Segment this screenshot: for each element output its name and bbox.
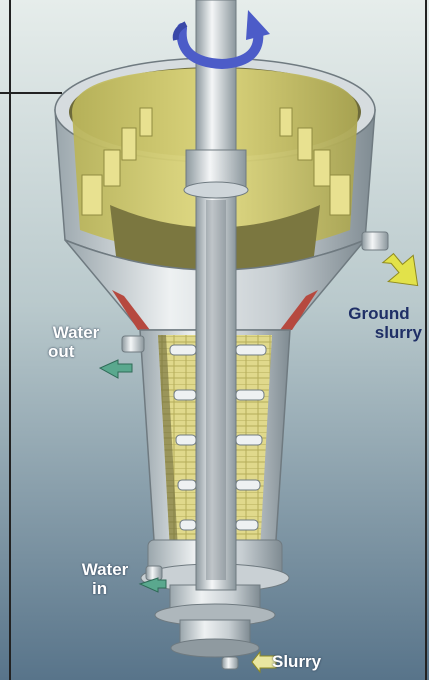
- slurry-inlet-pipe: [222, 657, 238, 669]
- water-in-label-line1: Water: [70, 560, 140, 579]
- water-out-label: Water out: [42, 323, 110, 361]
- ground-slurry-label: Ground slurry: [336, 304, 422, 342]
- water-in-label: Water in: [70, 560, 140, 598]
- ground-slurry-label-line1: Ground: [336, 304, 422, 323]
- water-out-label-line2: out: [42, 342, 110, 361]
- water-inlet-pipe: [146, 566, 162, 580]
- water-out-label-line1: Water: [42, 323, 110, 342]
- slurry-label-text: Slurry: [272, 652, 342, 671]
- ground-slurry-outlet-pipe: [362, 232, 388, 250]
- water-outlet-pipe: [122, 336, 144, 352]
- slurry-label: Slurry: [272, 652, 342, 671]
- water-in-label-line2: in: [70, 579, 140, 598]
- ground-slurry-label-line2: slurry: [336, 323, 422, 342]
